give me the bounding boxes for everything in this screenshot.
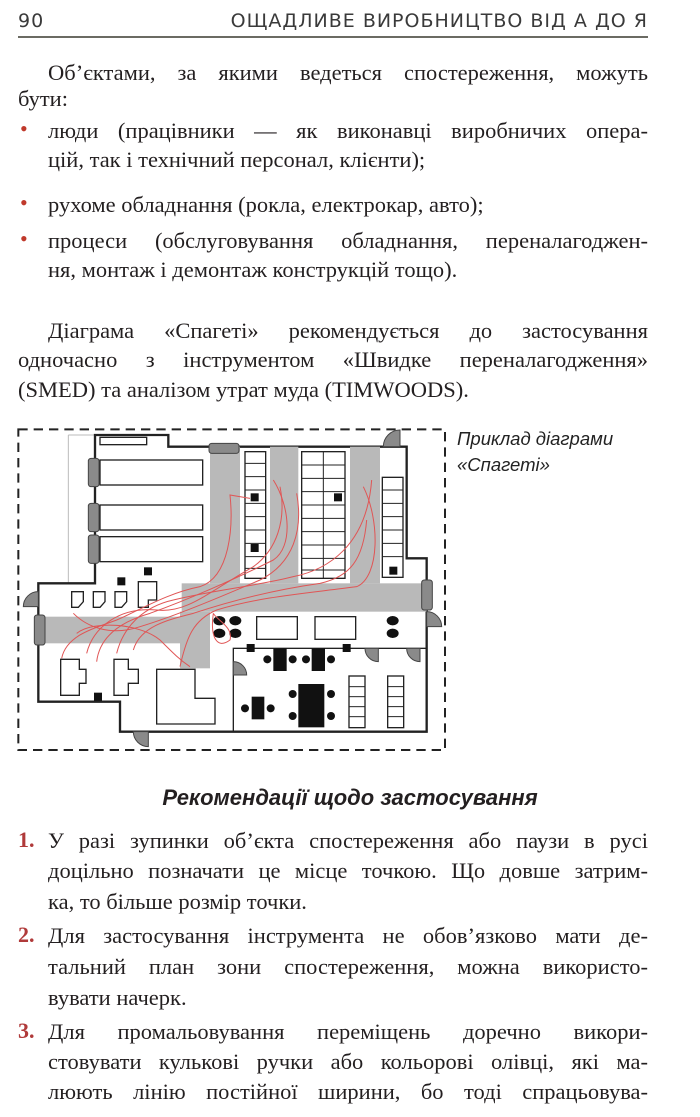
text-line: Діаграма «Спагеті» рекомендується до зас… [48, 318, 648, 343]
list-line: тальний план зони спостереження, можна в… [48, 954, 648, 979]
bullet-icon: • [20, 190, 28, 215]
list-number: 1. [18, 827, 35, 852]
doors [22, 429, 443, 748]
text-line: (SMED) та аналізом утрат муда (TIMWOODS)… [18, 377, 469, 402]
bullet-line: цій, так і технічний персонал, клієнти); [48, 147, 426, 172]
text-line: бути: [18, 86, 68, 111]
bullet-line: процеси (обслуговування обладнання, пере… [48, 228, 648, 253]
list-line: вувати начерк. [48, 985, 187, 1010]
list-line: ка, то більше розмір точки. [48, 889, 307, 914]
list-line: Для застосування інструмента не обов’язк… [48, 923, 648, 948]
figure-caption: «Спагеті» [457, 454, 550, 475]
bullet-icon: • [20, 226, 28, 251]
list-line: стовувати кулькові ручки або кольорові о… [48, 1049, 648, 1074]
list-line: люють лінію постійної ширини, бо тоді сп… [48, 1079, 648, 1104]
figure-dashed-border [17, 428, 446, 751]
list-line: доцільно позначати це місце точкою. Що д… [48, 858, 648, 883]
spaghetti-movement-paths [61, 479, 376, 668]
spaghetti-diagram-figure [17, 428, 446, 751]
text-line: Об’єктами, за якими ведеться спостережен… [48, 60, 648, 85]
bullet-line: ня, монтаж і демонтаж конструкцій тощо). [48, 257, 458, 282]
section-heading: Рекомендації щодо застосування [162, 785, 538, 810]
list-number: 2. [18, 922, 35, 947]
figure-caption: Приклад діаграми [457, 428, 614, 449]
bullet-line: люди (працівники — як виконавці виробнич… [48, 118, 648, 143]
equipment [94, 493, 399, 728]
bullet-icon: • [20, 116, 28, 141]
list-line: Для промальовування переміщень доречно в… [48, 1019, 648, 1044]
text-line: одночасно з інструментом «Швидке перенал… [18, 347, 648, 372]
list-line: У разі зупинки об’єкта спостереження або… [48, 828, 648, 853]
book-title: ОЩАДЛИВЕ ВИРОБНИЦТВО ВІД А ДО Я [230, 10, 648, 32]
page-number: 90 [18, 10, 45, 32]
running-header: 90 ОЩАДЛИВЕ ВИРОБНИЦТВО ВІД А ДО Я [18, 8, 648, 38]
bullet-line: рухоме обладнання (рокла, електрокар, ав… [48, 192, 484, 217]
list-number: 3. [18, 1018, 35, 1043]
